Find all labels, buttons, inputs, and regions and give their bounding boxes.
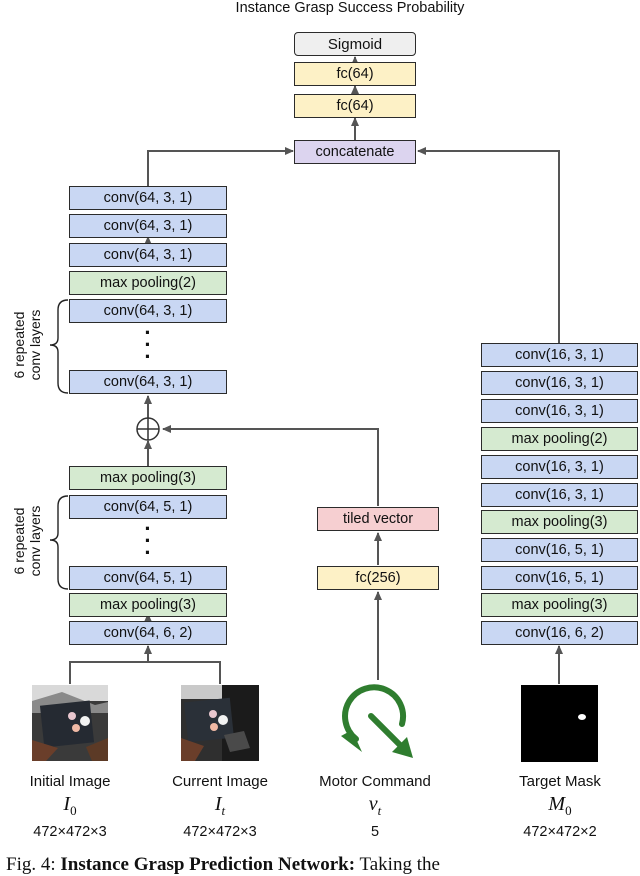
mask-conv-layer: conv(16, 5, 1) xyxy=(481,538,638,562)
tiled-vector-box: tiled vector xyxy=(317,507,439,531)
symbol-subscript: t xyxy=(377,803,382,818)
input-symbol-current: It xyxy=(190,793,250,819)
input-dims-motor: 5 xyxy=(370,824,380,840)
symbol-subscript: 0 xyxy=(565,803,572,818)
input-name-current: Current Image xyxy=(172,773,268,790)
input-name-mask: Target Mask xyxy=(519,773,601,790)
image-conv-layer: conv(64, 5, 1) xyxy=(69,566,227,590)
mask-conv-layer: conv(16, 3, 1) xyxy=(481,371,638,395)
output-title: Instance Grasp Success Probability xyxy=(235,0,465,16)
arrow-image-to-concat xyxy=(147,147,294,186)
symbol-subscript: 0 xyxy=(70,803,77,818)
ellipsis-dots: ··· xyxy=(144,516,152,565)
motor-command-icon xyxy=(341,684,413,758)
image-conv-layer: conv(64, 3, 1) xyxy=(69,214,227,238)
caption-title: Instance Grasp Prediction Network: xyxy=(60,854,356,875)
mask-conv-layer: conv(16, 3, 1) xyxy=(481,399,638,423)
mask-conv-layer: conv(16, 6, 2) xyxy=(481,621,638,645)
mask-conv-layer: conv(16, 5, 1) xyxy=(481,566,638,590)
sum-node xyxy=(136,417,160,441)
input-symbol-mask: M0 xyxy=(530,793,590,819)
symbol-letter: v xyxy=(368,793,378,815)
fc256-box: fc(256) xyxy=(317,566,439,590)
repeat-brace-lower xyxy=(49,495,69,590)
image-pool-layer: max pooling(3) xyxy=(69,593,227,617)
input-symbol-motor: vt xyxy=(345,793,405,819)
repeat-label-line: conv layers xyxy=(27,309,43,381)
image-conv-layer: conv(64, 5, 1) xyxy=(69,495,227,519)
arrow-mask-to-concat xyxy=(417,147,560,343)
target-mask-thumbnail xyxy=(521,685,598,762)
repeat-label-lower: 6 repeated conv layers xyxy=(11,491,45,591)
arrow-motor-to-sum xyxy=(162,425,379,506)
input-dims-initial: 472×472×3 xyxy=(33,824,107,840)
mask-conv-layer: conv(16, 3, 1) xyxy=(481,483,638,507)
caption-prefix: Fig. 4: xyxy=(6,854,56,875)
repeat-brace-upper xyxy=(49,299,69,394)
symbol-subscript: t xyxy=(221,803,226,818)
input-name-initial: Initial Image xyxy=(29,773,111,790)
image-pool-layer: max pooling(3) xyxy=(69,466,227,490)
mask-conv-layer: conv(16, 3, 1) xyxy=(481,343,638,367)
image-conv-layer: conv(64, 3, 1) xyxy=(69,243,227,267)
repeat-label-line: 6 repeated xyxy=(11,507,27,575)
repeat-label-line: conv layers xyxy=(27,505,43,577)
figure-caption: Fig. 4: Instance Grasp Prediction Networ… xyxy=(6,854,440,876)
arrow-images-join xyxy=(69,661,221,684)
image-pool-layer: max pooling(2) xyxy=(69,271,227,295)
input-dims-current: 472×472×3 xyxy=(183,824,257,840)
current-image-thumbnail xyxy=(181,685,259,761)
caption-text: Taking the xyxy=(359,854,440,875)
input-dims-mask: 472×472×2 xyxy=(523,824,597,840)
mask-pool-layer: max pooling(3) xyxy=(481,593,638,617)
input-symbol-initial: I0 xyxy=(40,793,100,819)
symbol-letter: M xyxy=(548,793,566,815)
repeat-label-upper: 6 repeated conv layers xyxy=(11,295,45,395)
input-name-motor: Motor Command xyxy=(319,773,431,790)
image-conv-layer: conv(64, 3, 1) xyxy=(69,299,227,323)
initial-image-thumbnail xyxy=(32,685,108,761)
image-conv-layer: conv(64, 3, 1) xyxy=(69,370,227,394)
mask-conv-layer: conv(16, 3, 1) xyxy=(481,455,638,479)
symbol-letter: I xyxy=(214,793,222,815)
image-conv-layer: conv(64, 3, 1) xyxy=(69,186,227,210)
ellipsis-dots: ··· xyxy=(144,320,152,369)
concatenate-box: concatenate xyxy=(294,140,416,164)
repeat-label-line: 6 repeated xyxy=(11,311,27,379)
fc64-box: fc(64) xyxy=(294,94,416,118)
image-conv-layer: conv(64, 6, 2) xyxy=(69,621,227,645)
symbol-letter: I xyxy=(63,793,71,815)
mask-pool-layer: max pooling(2) xyxy=(481,427,638,451)
mask-pool-layer: max pooling(3) xyxy=(481,510,638,534)
fc64-top-box: fc(64) xyxy=(294,62,416,86)
sigmoid-box: Sigmoid xyxy=(294,32,416,56)
